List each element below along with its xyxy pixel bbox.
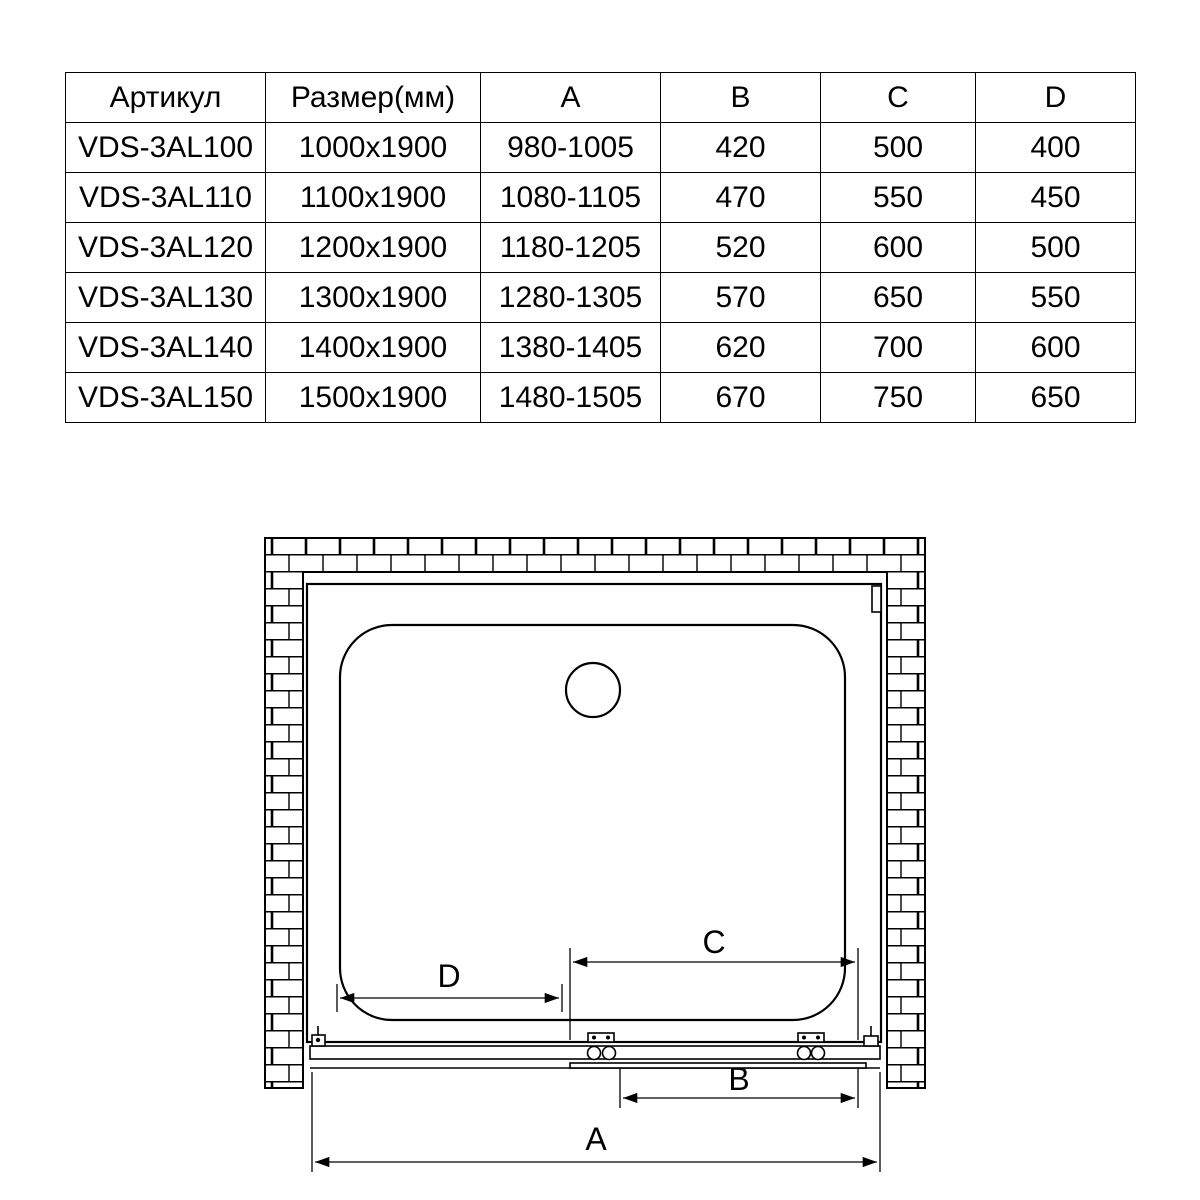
shower-tray (338, 623, 847, 1022)
dimension-b: B (619, 1061, 859, 1108)
wall-profile (871, 585, 882, 613)
dimension-label-b: B (728, 1061, 749, 1097)
table-cell: 570 (660, 272, 821, 323)
table-cell: VDS-3AL120 (65, 222, 266, 273)
table-cell: 1400x1900 (265, 322, 481, 373)
table-cell: 450 (975, 172, 1136, 223)
dimension-c: C (569, 924, 859, 1040)
left-wall-bracket (311, 1026, 326, 1047)
table-row: VDS-3AL100 1000x1900 980-1005 420 500 40… (65, 122, 1136, 173)
technical-drawing: D C B A (0, 520, 1200, 1200)
table-cell: 500 (820, 122, 976, 173)
dimension-label-c: C (702, 924, 725, 960)
table-cell: 470 (660, 172, 821, 223)
table-cell: 500 (975, 222, 1136, 273)
table-cell: 650 (975, 372, 1136, 423)
table-row: VDS-3AL150 1500x1900 1480-1505 670 750 6… (65, 372, 1136, 423)
table-cell: 550 (820, 172, 976, 223)
right-wall-bracket (863, 1026, 879, 1047)
col-header-d: D (975, 72, 1136, 123)
table-cell: VDS-3AL110 (65, 172, 266, 223)
table-row: VDS-3AL130 1300x1900 1280-1305 570 650 5… (65, 272, 1136, 323)
table-cell: 1480-1505 (480, 372, 661, 423)
table-row: VDS-3AL110 1100x1900 1080-1105 470 550 4… (65, 172, 1136, 223)
table-cell: 700 (820, 322, 976, 373)
dimension-label-d: D (437, 958, 460, 994)
table-cell: 1280-1305 (480, 272, 661, 323)
table-cell: VDS-3AL150 (65, 372, 266, 423)
enclosure-outline (305, 582, 883, 1044)
table-cell: 620 (660, 322, 821, 373)
drain-circle (564, 661, 622, 719)
table-cell: 670 (660, 372, 821, 423)
dimension-d: D (336, 958, 563, 1012)
table-cell: VDS-3AL140 (65, 322, 266, 373)
dimension-label-a: A (585, 1121, 607, 1157)
table-cell: 1000x1900 (265, 122, 481, 173)
roller-assembly-left (586, 1032, 617, 1061)
table-cell: 750 (820, 372, 976, 423)
col-header-b: B (660, 72, 821, 123)
table-cell: 1100x1900 (265, 172, 481, 223)
table-cell: 1200x1900 (265, 222, 481, 273)
table-cell: 1300x1900 (265, 272, 481, 323)
col-header-article: Артикул (65, 72, 266, 123)
table-cell: 1180-1205 (480, 222, 661, 273)
table-cell: 1500x1900 (265, 372, 481, 423)
dimension-a: A (311, 1072, 881, 1172)
table-cell: 600 (975, 322, 1136, 373)
table-cell: 1380-1405 (480, 322, 661, 373)
col-header-size: Размер(мм) (265, 72, 481, 123)
table-cell: 550 (975, 272, 1136, 323)
table-cell: VDS-3AL100 (65, 122, 266, 173)
spec-table: Артикул Размер(мм) A B C D VDS-3AL100 10… (65, 72, 1136, 423)
brick-walls (264, 537, 926, 1089)
table-cell: VDS-3AL130 (65, 272, 266, 323)
table-header-row: Артикул Размер(мм) A B C D (65, 72, 1136, 123)
table-cell: 420 (660, 122, 821, 173)
table-cell: 980-1005 (480, 122, 661, 173)
table-cell: 520 (660, 222, 821, 273)
col-header-c: C (820, 72, 976, 123)
table-row: VDS-3AL140 1400x1900 1380-1405 620 700 6… (65, 322, 1136, 373)
table-row: VDS-3AL120 1200x1900 1180-1205 520 600 5… (65, 222, 1136, 273)
roller-assembly-right (796, 1032, 826, 1061)
table-cell: 400 (975, 122, 1136, 173)
table-cell: 1080-1105 (480, 172, 661, 223)
col-header-a: A (480, 72, 661, 123)
table-cell: 600 (820, 222, 976, 273)
sliding-glass-panel (569, 1062, 867, 1069)
table-cell: 650 (820, 272, 976, 323)
door-assembly (309, 1026, 881, 1069)
